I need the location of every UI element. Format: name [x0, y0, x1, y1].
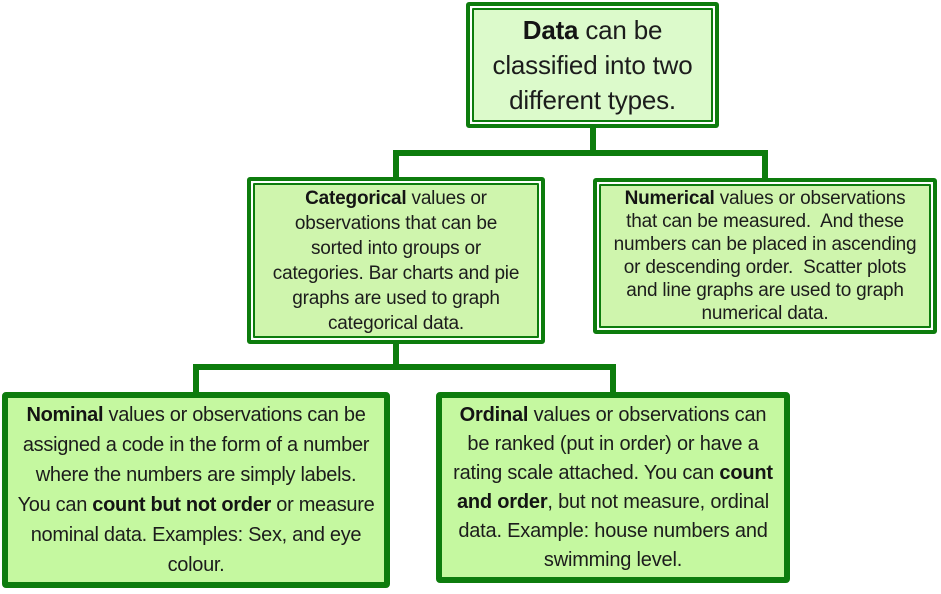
categorical-box-text: Categorical values or observations that …: [272, 187, 520, 334]
numerical-box-inner: Numerical values or observations that ca…: [599, 184, 931, 328]
connector-drop-ordinal: [610, 364, 616, 393]
nominal-box-text: Nominal values or observations can be as…: [17, 404, 375, 576]
connector-stem-data: [590, 126, 596, 156]
categorical-box: Categorical values or observations that …: [247, 177, 545, 344]
connector-drop-categorical: [393, 150, 399, 178]
connector-stem-categorical: [393, 342, 399, 370]
ordinal-box-text: Ordinal values or observations can be ra…: [453, 403, 773, 571]
connector-hbar-level2: [393, 150, 768, 156]
ordinal-box: Ordinal values or observations can be ra…: [436, 392, 790, 583]
numerical-box: Numerical values or observations that ca…: [593, 178, 937, 334]
data-box: Data can be classified into two differen…: [466, 2, 719, 128]
data-box-inner: Data can be classified into two differen…: [472, 8, 713, 122]
connector-hbar-level3: [193, 364, 616, 370]
numerical-box-text: Numerical values or observations that ca…: [613, 188, 917, 324]
data-box-text: Data can be classified into two differen…: [492, 14, 693, 115]
categorical-box-inner: Categorical values or observations that …: [253, 183, 539, 338]
nominal-box: Nominal values or observations can be as…: [2, 392, 390, 588]
connector-drop-numerical: [762, 150, 768, 179]
connector-drop-nominal: [193, 364, 199, 393]
